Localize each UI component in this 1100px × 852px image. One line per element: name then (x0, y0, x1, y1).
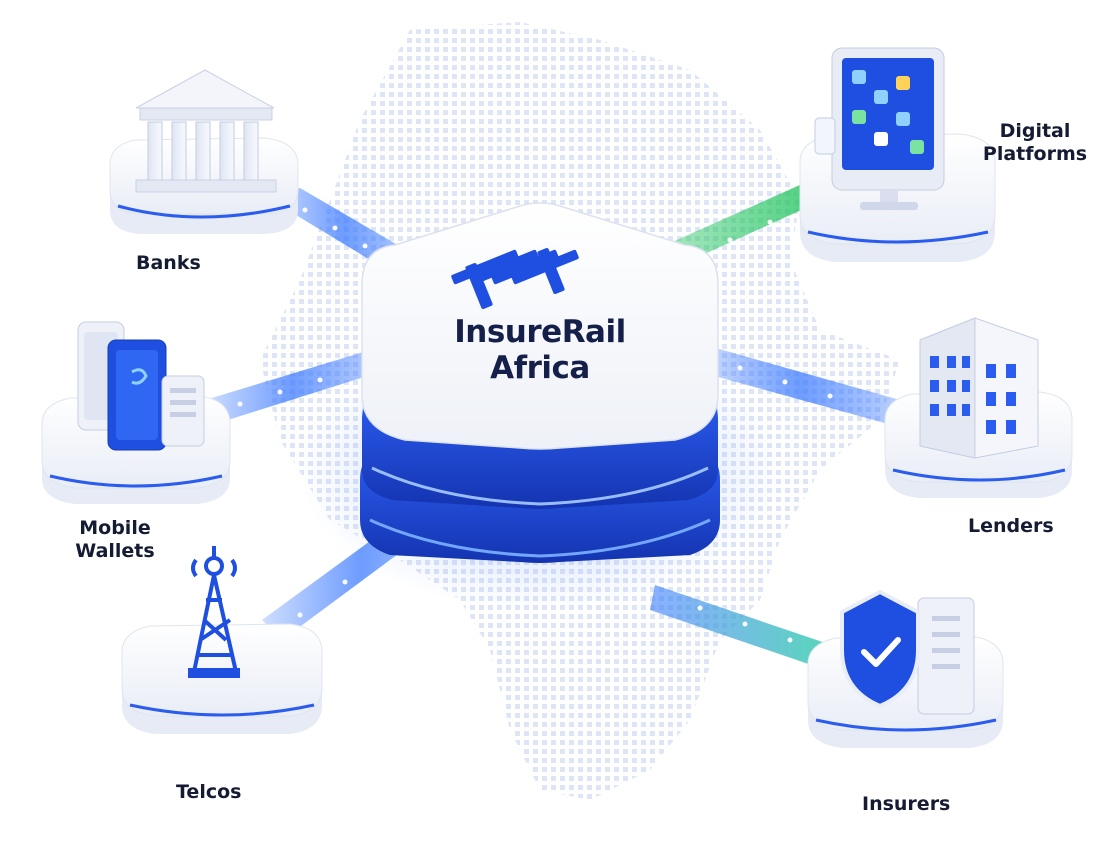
label-banks: Banks (136, 252, 201, 275)
hub-title: InsureRail Africa (380, 314, 700, 386)
label-lenders: Lenders (968, 515, 1054, 538)
platform-telcos (122, 624, 322, 734)
label-mobile-wallets-line2: Wallets (60, 540, 170, 563)
hub-title-line1: InsureRail (380, 314, 700, 350)
bank-building-icon (136, 70, 276, 192)
office-building-icon (920, 318, 1038, 458)
label-digital-platforms: Digital Platforms (975, 120, 1095, 166)
label-insurers: Insurers (862, 793, 950, 816)
hub-title-line2: Africa (380, 350, 700, 386)
monitor-apps-icon (815, 48, 944, 210)
label-mobile-wallets: Mobile Wallets (60, 517, 170, 563)
label-digital-platforms-line1: Digital (975, 120, 1095, 143)
label-telcos: Telcos (176, 781, 241, 804)
label-digital-platforms-line2: Platforms (975, 143, 1095, 166)
label-mobile-wallets-line1: Mobile (60, 517, 170, 540)
